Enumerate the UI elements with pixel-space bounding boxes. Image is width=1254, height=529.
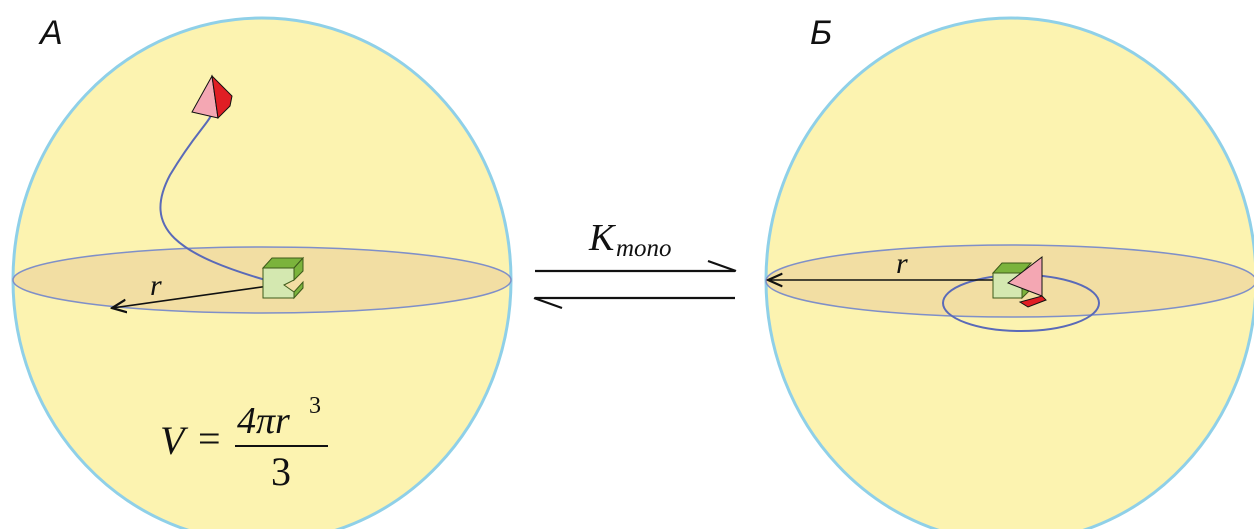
forward-arrow-head xyxy=(707,259,737,273)
radius-label-a: r xyxy=(150,269,162,302)
reverse-arrow-head xyxy=(533,296,563,310)
formula-lhs: V xyxy=(160,418,189,463)
formula-numerator: 4πr xyxy=(237,400,290,442)
equilibrium-constant-subscript: mono xyxy=(616,235,672,262)
panel-b: r Б xyxy=(764,14,1254,529)
ligand-a xyxy=(191,74,233,120)
tether-a xyxy=(159,107,277,284)
panel-a: r А V = 4πr 3 3 xyxy=(11,14,513,529)
panel-label-b: Б xyxy=(810,14,832,52)
volume-formula: V = 4πr 3 3 xyxy=(160,393,328,494)
formula-equals: = xyxy=(198,416,221,461)
radius-vector-a xyxy=(112,284,277,308)
panel-label-a: А xyxy=(38,14,63,52)
receptor-a xyxy=(261,256,305,300)
radius-label-b: r xyxy=(896,247,908,280)
ligand-b xyxy=(1006,255,1047,308)
equilibrium-constant-symbol: K xyxy=(588,217,616,259)
formula-denominator: 3 xyxy=(271,449,291,494)
equilibrium-arrows: K mono xyxy=(533,217,737,310)
formula-exponent: 3 xyxy=(309,393,321,419)
